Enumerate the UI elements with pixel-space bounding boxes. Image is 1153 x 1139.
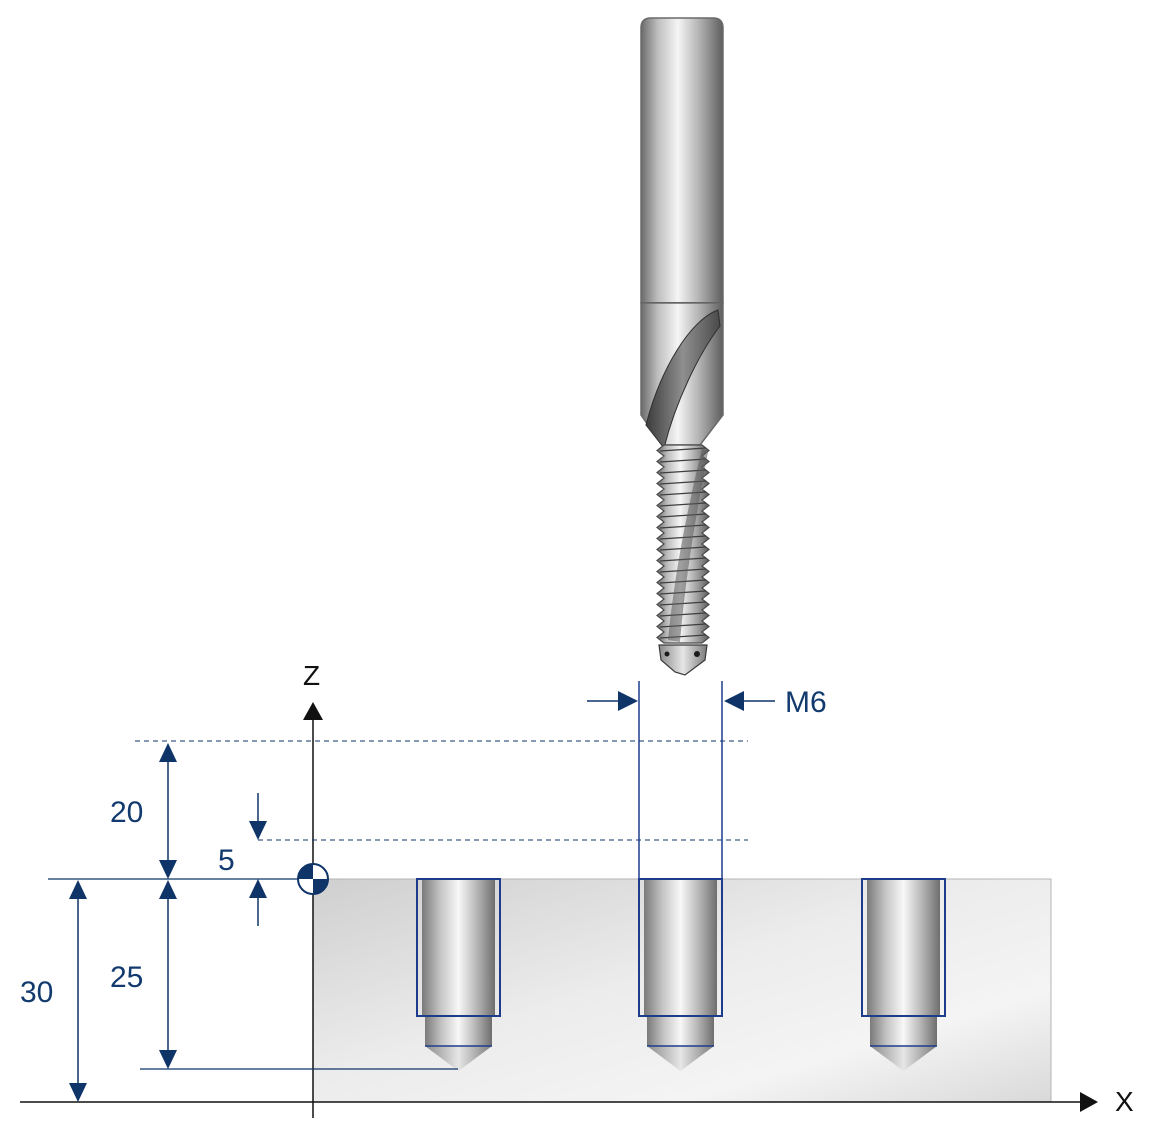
tool-thread-grooves xyxy=(659,447,707,639)
thread-groove-0 xyxy=(659,447,707,452)
hole-middle-core xyxy=(647,1016,714,1046)
zero-symbol-quadrant-1 xyxy=(298,864,313,879)
x-axis-arrow xyxy=(1080,1092,1098,1112)
threaded-holes xyxy=(416,878,946,1071)
dim-20-label: 20 xyxy=(110,796,143,829)
hole-middle-tip xyxy=(647,1046,714,1071)
z-axis-arrow xyxy=(303,702,323,720)
m6-arrow-right xyxy=(724,691,744,711)
zero-symbol-quadrant-3 xyxy=(313,879,328,894)
m6-arrow-left xyxy=(618,691,638,711)
tool-tip xyxy=(658,644,708,676)
thread-groove-7 xyxy=(659,524,707,529)
dim-5-label: 5 xyxy=(218,844,235,877)
hole-left-bore xyxy=(422,879,495,1016)
z-axis-label: Z xyxy=(303,660,320,691)
tool-shank xyxy=(640,17,724,304)
thread-groove-6 xyxy=(659,513,707,518)
tool-thread-flute xyxy=(668,448,708,642)
hole-left xyxy=(416,878,501,1071)
hole-middle-bore xyxy=(644,879,717,1016)
tool-coolant-hole xyxy=(694,651,700,657)
hole-right-core xyxy=(870,1016,937,1046)
hole-right-bore xyxy=(867,879,940,1016)
hole-right xyxy=(861,878,946,1071)
hole-right-thread-outline xyxy=(861,878,946,1017)
dim-20-arrow-bottom xyxy=(159,860,177,879)
hole-middle-thread-outline xyxy=(638,878,723,1017)
hole-right-tip xyxy=(870,1046,937,1071)
dim-25-label: 25 xyxy=(110,961,143,994)
hole-left-tip xyxy=(425,1046,492,1071)
x-axis-label: X xyxy=(1115,1086,1134,1117)
dim-5-arrow-bottom xyxy=(249,879,267,898)
dim-30-arrow-top xyxy=(69,880,87,899)
thread-groove-1 xyxy=(659,458,707,463)
tap-drill-tool xyxy=(640,17,724,676)
m6-label: M6 xyxy=(785,686,827,719)
dimension-m6: M6 xyxy=(587,681,827,879)
workpiece-zero-symbol xyxy=(297,863,329,895)
dimension-25: 25 xyxy=(110,880,177,1069)
dim-30-arrow-bottom xyxy=(69,1083,87,1102)
dim-5-arrow-top xyxy=(249,821,267,840)
dim-30-label: 30 xyxy=(20,976,53,1009)
thread-groove-17 xyxy=(659,634,707,639)
tool-flute xyxy=(645,309,721,450)
thread-groove-16 xyxy=(659,623,707,628)
dimension-5: 5 xyxy=(218,793,267,926)
hole-middle xyxy=(638,878,723,1071)
dim-25-arrow-bottom xyxy=(159,1050,177,1069)
dim-20-arrow-top xyxy=(159,743,177,762)
thread-groove-15 xyxy=(659,612,707,617)
dimension-20: 20 xyxy=(110,743,177,879)
tool-coolant-hole-2 xyxy=(664,651,670,657)
hole-left-core xyxy=(425,1016,492,1046)
hole-left-thread-outline xyxy=(416,878,501,1017)
dim-25-arrow-top xyxy=(159,880,177,899)
dimension-30: 30 xyxy=(20,880,87,1102)
